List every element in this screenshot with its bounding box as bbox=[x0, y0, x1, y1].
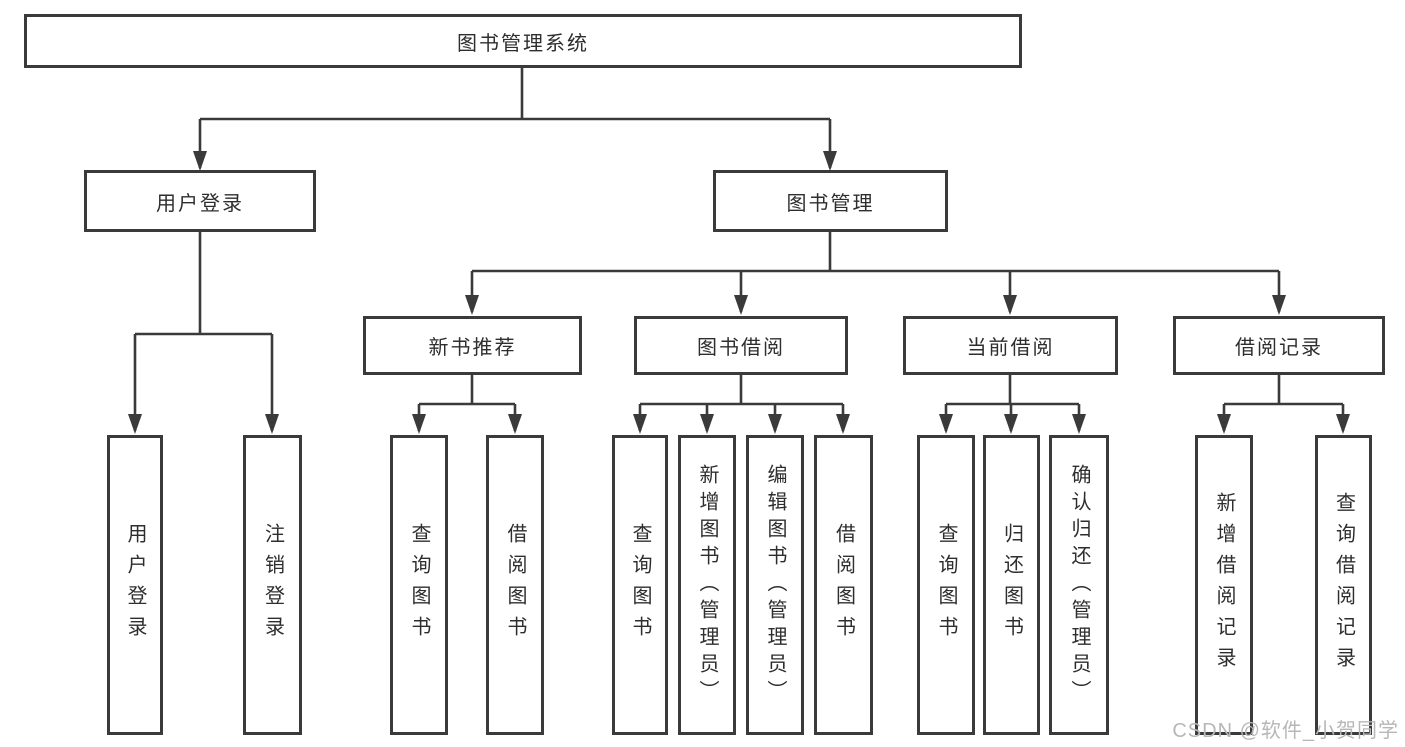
arrow-down-icon bbox=[1004, 414, 1018, 434]
arrow-down-icon bbox=[265, 414, 279, 434]
arrow-down-icon bbox=[939, 414, 953, 434]
arrow-down-icon bbox=[734, 295, 748, 315]
node-label: 查询图书 bbox=[408, 523, 430, 647]
node-book-management: 图书管理 bbox=[713, 170, 948, 232]
connector-borrow-to-leaves bbox=[633, 375, 850, 434]
arrow-down-icon bbox=[1003, 295, 1017, 315]
node-label: 新增图书（管理员） bbox=[696, 463, 718, 707]
leaf-add-book-admin: 新增图书（管理员） bbox=[678, 435, 736, 735]
leaf-query-book-current: 查询图书 bbox=[917, 435, 975, 735]
node-user-login: 用户登录 bbox=[84, 170, 316, 232]
node-label: 编辑图书（管理员） bbox=[764, 463, 786, 707]
node-book-borrowing: 图书借阅 bbox=[634, 316, 848, 375]
connector-login-to-leaves bbox=[128, 232, 279, 434]
node-label: 查询图书 bbox=[935, 523, 957, 647]
arrow-down-icon bbox=[768, 414, 782, 434]
node-root-system: 图书管理系统 bbox=[24, 14, 1022, 68]
node-label: 借阅图书 bbox=[504, 523, 526, 647]
leaf-confirm-return-admin: 确认归还（管理员） bbox=[1049, 435, 1109, 735]
arrow-down-icon bbox=[1336, 414, 1350, 434]
connector-root-to-level2 bbox=[193, 68, 837, 171]
leaf-return-book: 归还图书 bbox=[983, 435, 1040, 735]
node-label: 新书推荐 bbox=[428, 337, 517, 359]
node-label: 用户登录 bbox=[124, 523, 146, 647]
arrow-down-icon bbox=[465, 295, 479, 315]
node-new-book-recommend: 新书推荐 bbox=[363, 316, 582, 375]
node-label: 借阅图书 bbox=[832, 523, 855, 647]
connector-records-to-leaves bbox=[1217, 375, 1350, 434]
node-label: 确认归还（管理员） bbox=[1068, 463, 1090, 707]
node-label: 新增借阅记录 bbox=[1213, 492, 1235, 678]
leaf-user-login: 用户登录 bbox=[107, 435, 163, 735]
leaf-add-borrow-record: 新增借阅记录 bbox=[1195, 435, 1253, 735]
arrow-down-icon bbox=[823, 151, 837, 171]
arrow-down-icon bbox=[508, 414, 522, 434]
arrow-down-icon bbox=[1217, 414, 1231, 434]
leaf-borrow-book-recommend: 借阅图书 bbox=[486, 435, 544, 735]
arrow-down-icon bbox=[128, 414, 142, 434]
leaf-query-borrow-record: 查询借阅记录 bbox=[1315, 435, 1372, 735]
node-label: 当前借阅 bbox=[966, 337, 1055, 359]
node-label: 借阅记录 bbox=[1235, 337, 1323, 359]
csdn-watermark: CSDN @软件_小贺同学 bbox=[1172, 720, 1399, 742]
node-label: 图书借阅 bbox=[697, 337, 785, 359]
node-borrow-records: 借阅记录 bbox=[1173, 316, 1385, 375]
leaf-borrow-book: 借阅图书 bbox=[814, 435, 873, 735]
node-label: 查询图书 bbox=[629, 523, 651, 647]
node-label: 图书管理 bbox=[786, 192, 875, 215]
node-label: 查询借阅记录 bbox=[1332, 492, 1355, 678]
node-label: 注销登录 bbox=[261, 523, 284, 647]
connector-newbook-to-leaves bbox=[412, 375, 522, 434]
arrow-down-icon bbox=[836, 414, 850, 434]
arrow-down-icon bbox=[633, 414, 647, 434]
node-label: 归还图书 bbox=[1000, 523, 1023, 647]
node-current-borrowing: 当前借阅 bbox=[903, 316, 1118, 375]
connector-mgmt-to-level3 bbox=[465, 232, 1286, 315]
arrow-down-icon bbox=[700, 414, 714, 434]
leaf-query-book-recommend: 查询图书 bbox=[390, 435, 448, 735]
connector-current-to-leaves bbox=[939, 375, 1086, 434]
arrow-down-icon bbox=[412, 414, 426, 434]
leaf-edit-book-admin: 编辑图书（管理员） bbox=[746, 435, 804, 735]
node-label: 用户登录 bbox=[156, 192, 244, 215]
arrow-down-icon bbox=[193, 151, 207, 171]
leaf-logout-login: 注销登录 bbox=[243, 435, 302, 735]
node-label: 图书管理系统 bbox=[457, 32, 589, 55]
arrow-down-icon bbox=[1272, 295, 1286, 315]
arrow-down-icon bbox=[1072, 414, 1086, 434]
leaf-query-book-borrow: 查询图书 bbox=[612, 435, 668, 735]
